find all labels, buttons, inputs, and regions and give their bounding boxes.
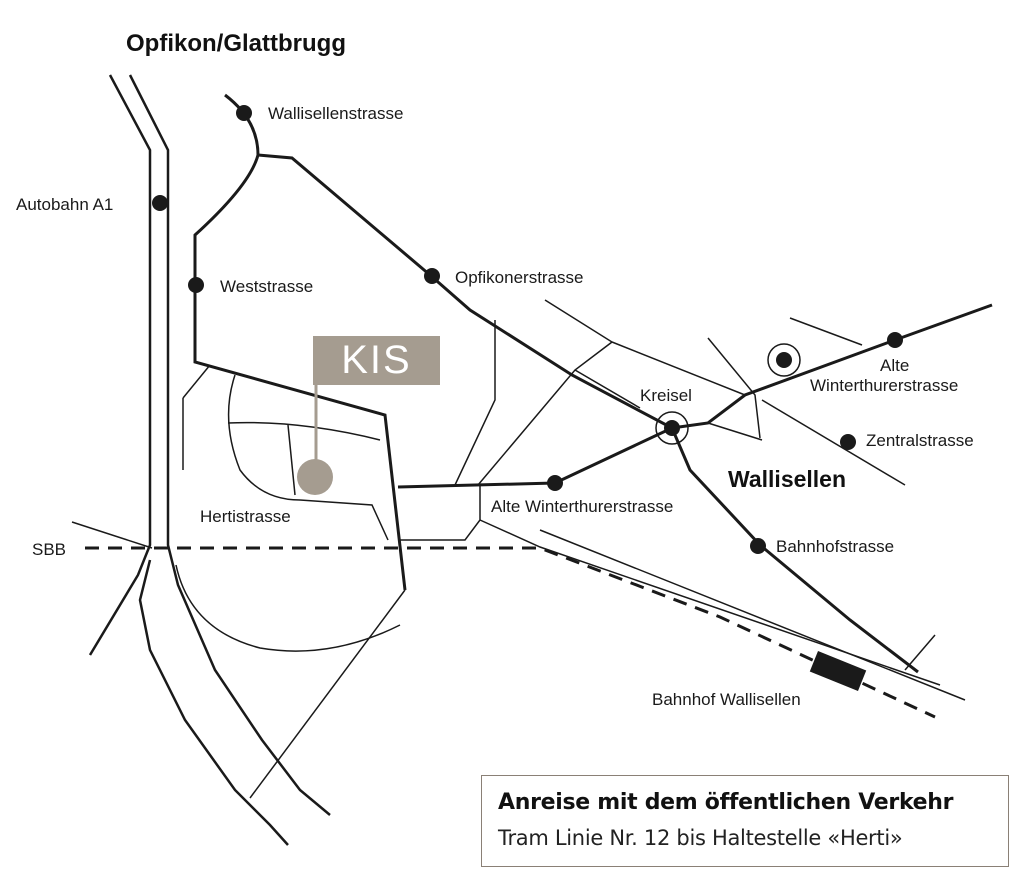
label-bahnhof-wallisellen: Bahnhof Wallisellen <box>652 690 801 709</box>
label-hertistrasse: Hertistrasse <box>200 507 291 526</box>
stop-alte-winterthurerstrasse-north[interactable] <box>887 332 903 348</box>
label-opfikonerstrasse: Opfikonerstrasse <box>455 268 584 287</box>
logo-text: KIS <box>341 338 412 382</box>
station-icon <box>809 651 867 691</box>
label-zentralstrasse: Zentralstrasse <box>866 431 974 450</box>
autobahn-a1 <box>88 74 331 846</box>
label-weststrasse: Weststrasse <box>220 277 314 296</box>
label-wallisellenstrasse: Wallisellenstrasse <box>268 104 404 123</box>
minor-roads <box>71 299 966 799</box>
label-kreisel: Kreisel <box>640 386 692 405</box>
info-title: Anreise mit dem öffentlichen Verkehr <box>498 790 954 815</box>
label-alte-north-2: Winterthurerstrasse <box>810 376 959 395</box>
poi-ring <box>767 343 801 377</box>
kreisel-ring <box>655 411 689 445</box>
info-text: Tram Linie Nr. 12 bis Haltestelle «Herti… <box>498 826 903 850</box>
label-bahnhofstrasse: Bahnhofstrasse <box>776 537 895 556</box>
label-sbb: SBB <box>32 540 67 559</box>
stop-bahnhofstrasse[interactable] <box>750 538 766 554</box>
company-logo[interactable]: KIS <box>313 336 440 385</box>
stop-kreisel[interactable] <box>664 420 680 436</box>
region-title-wallisellen: Wallisellen <box>728 466 847 492</box>
stop-opfikonerstrasse[interactable] <box>424 268 440 284</box>
label-alte-north-1: Alte <box>880 356 910 375</box>
stop-autobahn[interactable] <box>152 195 168 211</box>
stop-alte-winterthurerstrasse-south[interactable] <box>547 475 563 491</box>
stop-wallisellenstrasse[interactable] <box>236 105 252 121</box>
label-alte-winterthurerstrasse-south: Alte Winterthurerstrasse <box>491 497 674 516</box>
label-autobahn-a1: Autobahn A1 <box>16 195 114 214</box>
stop-weststrasse[interactable] <box>188 277 204 293</box>
stop-markers <box>152 105 903 554</box>
transit-info-box: Anreise mit dem öffentlichen Verkehr Tra… <box>481 775 1009 867</box>
sbb-rail <box>85 546 936 719</box>
stop-zentralstrasse[interactable] <box>840 434 856 450</box>
location-marker[interactable] <box>297 459 333 495</box>
poi-wallisellen-center[interactable] <box>776 352 792 368</box>
region-title-opfikon: Opfikon/Glattbrugg <box>126 30 346 57</box>
